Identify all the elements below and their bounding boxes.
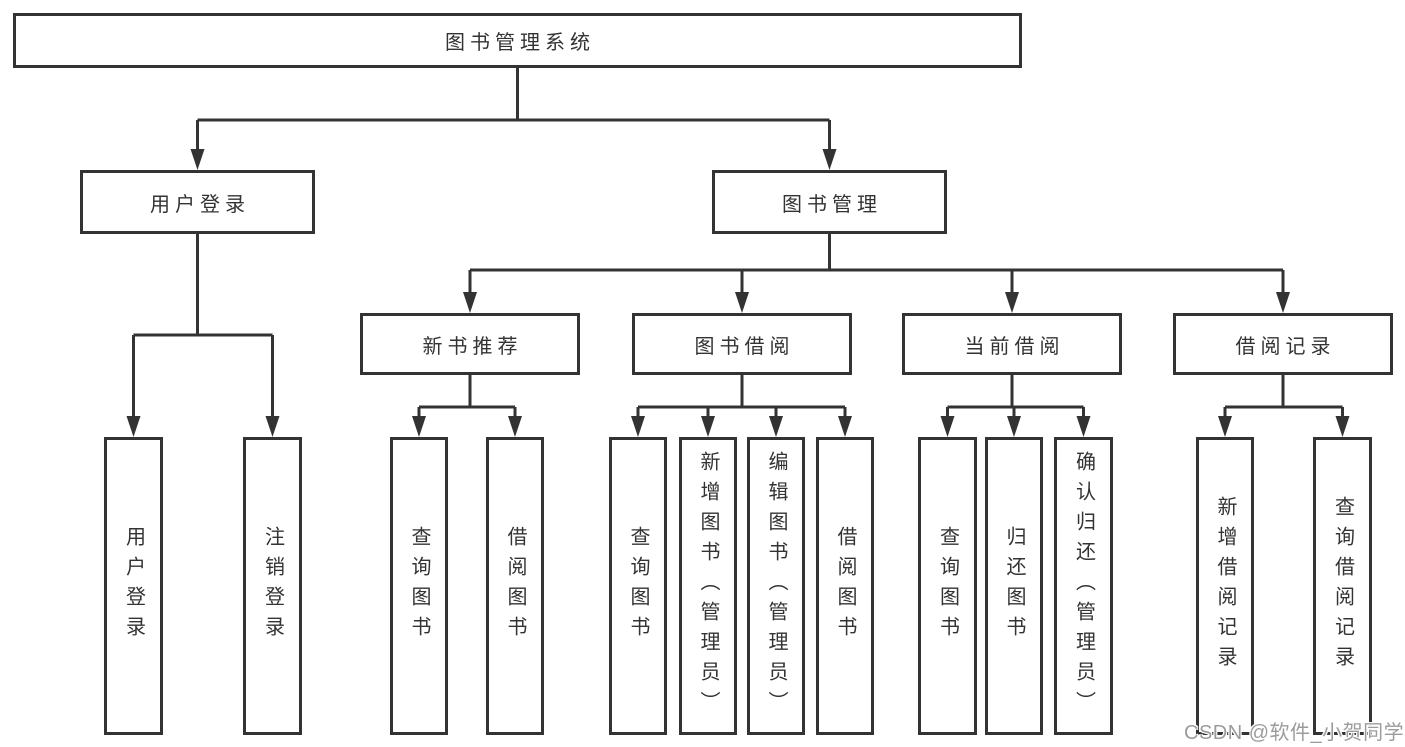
arrow-down-icon bbox=[701, 416, 715, 437]
node-book-borrowing: 图书借阅 bbox=[632, 313, 852, 375]
arrow-down-icon bbox=[735, 292, 749, 313]
node-leaf-query-borrow-record: 查询借阅记录 bbox=[1313, 437, 1372, 735]
arrow-down-icon bbox=[190, 149, 205, 170]
arrow-down-icon bbox=[940, 416, 955, 437]
node-leaf-borrow-books: 借阅图书 bbox=[816, 437, 874, 735]
node-leaf-add-borrow-record: 新增借阅记录 bbox=[1196, 437, 1254, 735]
node-leaf-current-query-books-label: 查询图书 bbox=[936, 526, 959, 646]
arrow-down-icon bbox=[822, 149, 837, 170]
arrow-down-icon bbox=[1335, 416, 1350, 437]
node-leaf-borrow-query-books-label: 查询图书 bbox=[627, 526, 649, 646]
arrow-down-icon bbox=[769, 416, 783, 437]
node-leaf-current-query-books: 查询图书 bbox=[918, 437, 977, 735]
node-leaf-logout-label: 注销登录 bbox=[261, 526, 284, 646]
node-leaf-newbook-query-books: 查询图书 bbox=[390, 437, 448, 735]
arrow-down-icon bbox=[1076, 416, 1091, 437]
node-book-management-label: 图书管理 bbox=[782, 193, 882, 216]
node-leaf-newbook-query-books-label: 查询图书 bbox=[408, 526, 430, 646]
node-leaf-edit-books-admin-label: 编辑图书（管理员） bbox=[765, 451, 787, 721]
arrow-down-icon bbox=[265, 416, 280, 437]
arrow-down-icon bbox=[463, 292, 477, 313]
node-current-borrowing-label: 当前借阅 bbox=[964, 335, 1065, 358]
node-root-label: 图书管理系统 bbox=[445, 32, 595, 54]
node-leaf-return-books: 归还图书 bbox=[985, 437, 1043, 735]
arrow-down-icon bbox=[838, 416, 852, 437]
node-book-borrowing-label: 图书借阅 bbox=[694, 335, 795, 358]
arrow-down-icon bbox=[1005, 292, 1019, 313]
node-new-book-recommend-label: 新书推荐 bbox=[422, 335, 523, 358]
node-leaf-newbook-borrow-books-label: 借阅图书 bbox=[504, 526, 526, 646]
node-leaf-confirm-return-admin-label: 确认归还（管理员） bbox=[1072, 451, 1095, 721]
node-leaf-newbook-borrow-books: 借阅图书 bbox=[486, 437, 544, 735]
node-leaf-user-login-label: 用户登录 bbox=[122, 526, 145, 646]
arrow-down-icon bbox=[1276, 292, 1290, 313]
arrow-down-icon bbox=[1218, 416, 1232, 437]
node-leaf-borrow-query-books: 查询图书 bbox=[609, 437, 667, 735]
arrow-down-icon bbox=[631, 416, 645, 437]
node-book-management: 图书管理 bbox=[712, 170, 947, 234]
csdn-watermark: CSDN @软件_小贺同学 bbox=[1184, 722, 1405, 744]
node-leaf-confirm-return-admin: 确认归还（管理员） bbox=[1054, 437, 1113, 735]
arrow-down-icon bbox=[508, 416, 522, 437]
node-borrowing-records-label: 借阅记录 bbox=[1235, 335, 1336, 358]
node-leaf-edit-books-admin: 编辑图书（管理员） bbox=[747, 437, 805, 735]
node-leaf-borrow-books-label: 借阅图书 bbox=[834, 526, 856, 646]
node-user-login: 用户登录 bbox=[80, 170, 315, 234]
arrow-down-icon bbox=[1007, 416, 1021, 437]
node-borrowing-records: 借阅记录 bbox=[1173, 313, 1393, 375]
connector-arrow-stems bbox=[132, 120, 1344, 429]
arrow-down-icon bbox=[126, 416, 141, 437]
node-root: 图书管理系统 bbox=[13, 13, 1022, 68]
node-current-borrowing: 当前借阅 bbox=[902, 313, 1122, 375]
node-leaf-user-login: 用户登录 bbox=[104, 437, 163, 735]
node-leaf-add-books-admin: 新增图书（管理员） bbox=[679, 437, 737, 735]
node-leaf-add-borrow-record-label: 新增借阅记录 bbox=[1214, 496, 1236, 676]
node-new-book-recommend: 新书推荐 bbox=[360, 313, 580, 375]
arrow-down-icon bbox=[412, 416, 426, 437]
node-leaf-query-borrow-record-label: 查询借阅记录 bbox=[1331, 496, 1354, 676]
node-leaf-logout: 注销登录 bbox=[243, 437, 302, 735]
node-user-login-label: 用户登录 bbox=[150, 193, 250, 216]
node-leaf-return-books-label: 归还图书 bbox=[1003, 526, 1025, 646]
node-leaf-add-books-admin-label: 新增图书（管理员） bbox=[697, 451, 719, 721]
